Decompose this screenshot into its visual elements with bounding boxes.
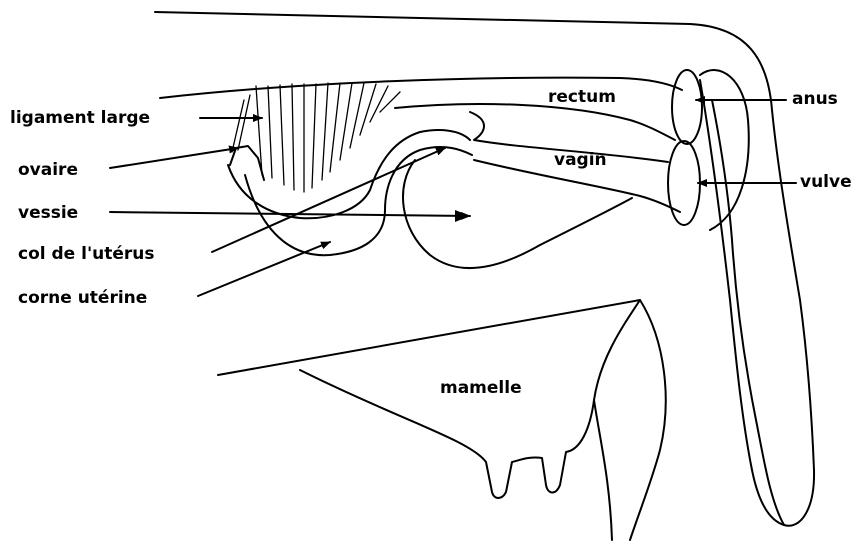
ovaire-pointer [110, 148, 238, 168]
uterus-outline [228, 130, 470, 218]
belly-line [630, 300, 666, 540]
col-uterus-pointer [212, 148, 445, 252]
label-rectum: rectum [548, 87, 616, 107]
label-vessie: vessie [18, 203, 78, 223]
label-ligament-large: ligament large [10, 108, 150, 128]
uterine-horn-tip [230, 146, 264, 180]
label-anus: anus [792, 89, 838, 109]
perineum-outline [700, 70, 749, 230]
vessie-arrow-mark [455, 210, 470, 222]
label-corne-uterine: corne utérine [18, 288, 147, 308]
mamelle-outline [218, 300, 640, 498]
label-vagin: vagin [554, 150, 607, 170]
bladder-outline [403, 160, 632, 268]
label-ovaire: ovaire [18, 160, 78, 180]
vessie-pointer [110, 212, 470, 216]
label-col-uterus: col de l'utérus [18, 244, 155, 264]
label-mamelle: mamelle [440, 378, 522, 398]
rectum-lower-wall [395, 104, 675, 140]
anus-outline [672, 70, 702, 144]
uterine-horn-outline [245, 147, 472, 255]
label-vulve: vulve [800, 172, 852, 192]
hind-leg-line [594, 400, 612, 540]
tail-inner-edge [700, 80, 784, 525]
vulve-outline [668, 141, 700, 225]
